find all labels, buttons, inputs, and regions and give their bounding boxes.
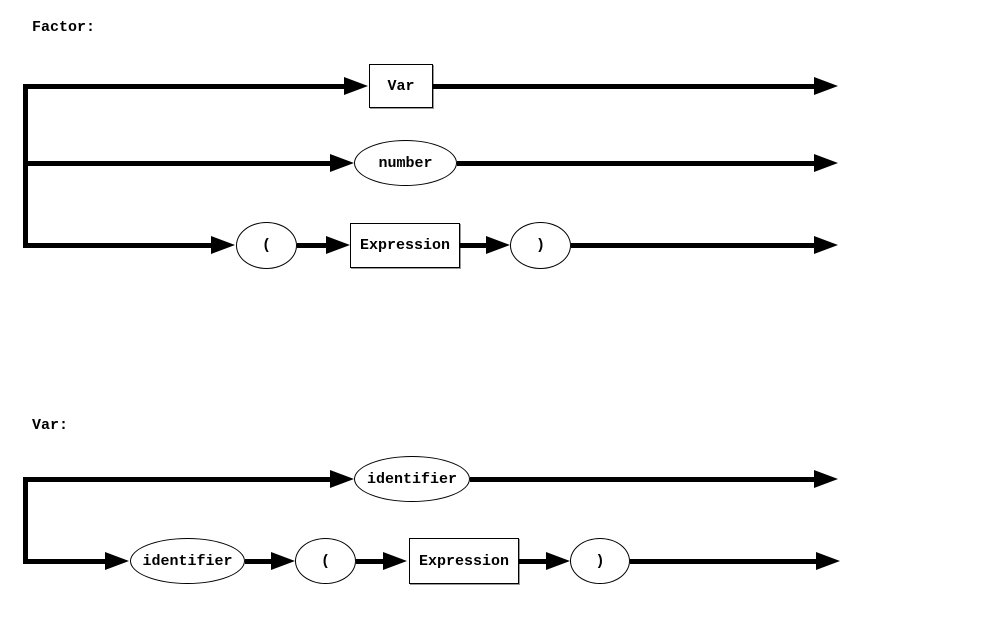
connector-line [23,477,330,482]
node-close-paren: ) [510,222,571,269]
arrowhead-icon [486,236,510,254]
connector-line [23,161,330,166]
arrowhead-icon [816,552,840,570]
node-identifier: identifier [130,538,245,584]
connector-line [356,559,383,564]
branch-rail-line [23,477,28,564]
connector-line [245,559,271,564]
arrowhead-icon [271,552,295,570]
connector-line [571,243,814,248]
arrowhead-icon [105,552,129,570]
node-expression: Expression [409,538,519,584]
connector-line [297,243,326,248]
node-var: Var [369,64,433,108]
arrowhead-icon [383,552,407,570]
connector-line [23,559,105,564]
arrowhead-icon [546,552,570,570]
arrowhead-icon [330,154,354,172]
diagram-title-var: Var: [32,417,69,434]
arrowhead-icon [814,470,838,488]
connector-line [630,559,816,564]
node-number: number [354,140,457,186]
node-expression: Expression [350,223,460,268]
arrowhead-icon [330,470,354,488]
node-open-paren: ( [295,538,356,584]
node-open-paren: ( [236,222,297,269]
connector-line [23,84,344,89]
connector-line [470,477,814,482]
arrowhead-icon [344,77,368,95]
node-close-paren: ) [570,538,630,584]
node-identifier: identifier [354,456,470,502]
connector-line [457,161,814,166]
connector-line [23,243,211,248]
diagram-title-factor: Factor: [32,19,96,36]
arrowhead-icon [326,236,350,254]
arrowhead-icon [814,154,838,172]
branch-rail-line [23,84,28,248]
arrowhead-icon [814,236,838,254]
arrowhead-icon [211,236,235,254]
arrowhead-icon [814,77,838,95]
connector-line [460,243,486,248]
connector-line [433,84,814,89]
connector-line [519,559,546,564]
